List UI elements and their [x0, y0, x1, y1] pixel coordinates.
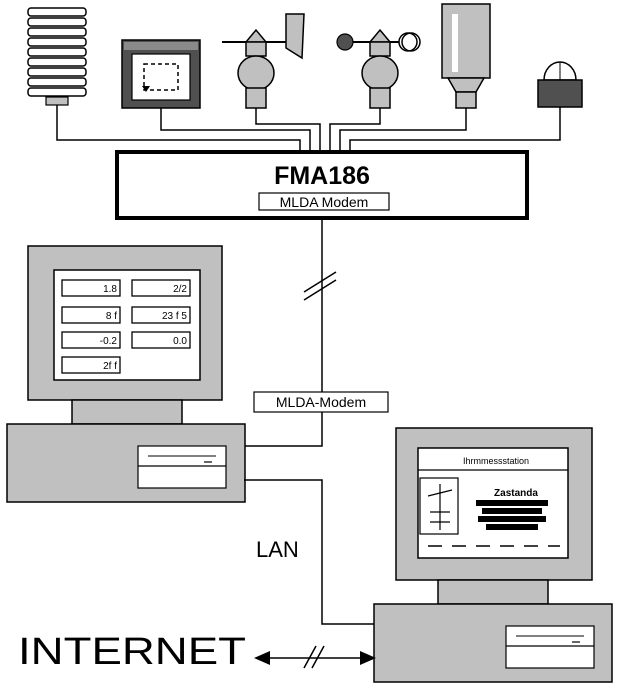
left-monitor-display: 1.8 2/2 8 f 23 f 5 -0.2 0.0 2f f	[61, 279, 191, 374]
display-value-4: 23 f 5	[162, 311, 187, 322]
internet-label: INTERNET	[18, 631, 246, 673]
lan-label: LAN	[256, 537, 299, 562]
modem-label-box: MLDA-Modem	[253, 391, 389, 413]
internet-connection	[254, 645, 376, 669]
radiation-shield-icon	[27, 7, 87, 106]
rain-gauge-icon	[441, 3, 491, 109]
right-monitor-panel-text: Zastanda	[494, 488, 538, 499]
display-value-7: 2f f	[103, 361, 117, 372]
wind-vane-icon	[222, 13, 305, 109]
sensor-box-icon	[121, 39, 201, 109]
left-computer	[6, 245, 246, 503]
display-value-1: 1.8	[103, 284, 117, 295]
right-monitor-title: Ihrmmessstation	[463, 456, 529, 466]
central-unit-sub-label: MLDA Modem	[280, 194, 369, 210]
modem-line	[303, 220, 337, 392]
modem-to-pc-line	[244, 412, 323, 447]
central-unit: FMA186 MLDA Modem	[115, 150, 529, 220]
display-value-2: 2/2	[173, 284, 187, 295]
anemometer-icon	[336, 28, 421, 109]
right-computer	[373, 427, 613, 683]
modem-label: MLDA-Modem	[276, 394, 366, 410]
sensor-cables	[56, 105, 561, 152]
display-value-5: -0.2	[100, 336, 118, 347]
display-value-6: 0.0	[173, 336, 187, 347]
dome-sensor-icon	[537, 61, 583, 108]
lan-line	[244, 479, 376, 625]
right-monitor-display: Ihrmmessstation Zastanda	[418, 456, 568, 547]
display-value-3: 8 f	[106, 311, 117, 322]
central-unit-title: FMA186	[274, 162, 370, 190]
